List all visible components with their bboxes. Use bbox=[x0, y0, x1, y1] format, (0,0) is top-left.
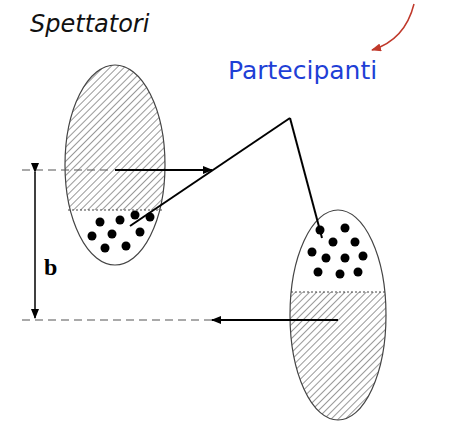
participant-nucleons bbox=[308, 224, 368, 279]
spectator-region bbox=[285, 292, 395, 427]
nucleus-outline bbox=[290, 210, 386, 420]
leader-line bbox=[290, 118, 322, 238]
leader-line bbox=[130, 118, 290, 226]
dashed-line bbox=[22, 169, 112, 170]
dimension-label: b bbox=[44, 254, 57, 281]
dashed-line bbox=[22, 319, 215, 320]
pointer-arrow bbox=[372, 4, 414, 50]
group-label: Partecipanti bbox=[228, 56, 377, 85]
dimension-arrow bbox=[34, 172, 36, 318]
nucleus-outline bbox=[65, 65, 165, 265]
spectator-region bbox=[60, 60, 170, 210]
velocity-arrow bbox=[212, 319, 338, 321]
group-label: Spettatori bbox=[30, 10, 149, 38]
velocity-arrow bbox=[115, 169, 212, 171]
